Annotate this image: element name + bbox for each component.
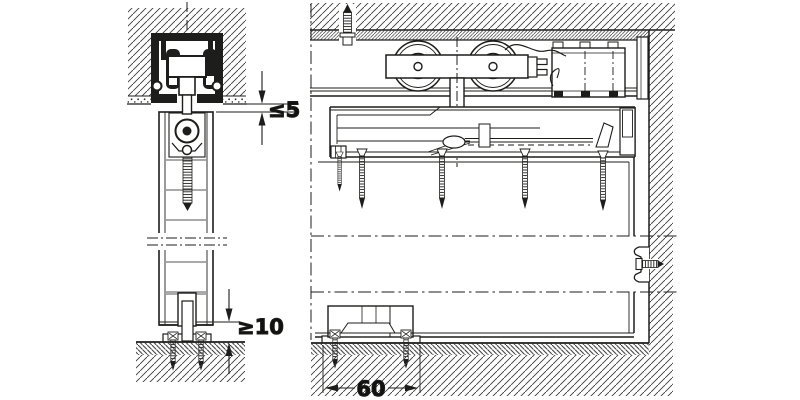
roller-carriage bbox=[385, 37, 567, 167]
plaster-stipple bbox=[223, 96, 247, 104]
dimension-bottom-clearance: ≥10 bbox=[214, 289, 284, 374]
ceiling-section bbox=[127, 8, 247, 105]
soft-close-mechanism bbox=[427, 107, 636, 156]
axle-block bbox=[167, 55, 207, 78]
catch-hook bbox=[595, 122, 614, 148]
profile-curl bbox=[151, 80, 163, 92]
wall-section bbox=[648, 30, 673, 343]
hanger-bolt bbox=[178, 76, 196, 115]
top-clearance-label: ≤5 bbox=[268, 98, 300, 122]
carriage-connector bbox=[527, 56, 548, 78]
track-end-piece bbox=[636, 36, 649, 100]
dimension-guide-spacing: 60 bbox=[322, 345, 421, 400]
bracket-screw bbox=[641, 260, 659, 268]
bottom-clearance-label: ≥10 bbox=[237, 315, 284, 339]
wall-stop-bracket bbox=[633, 246, 664, 283]
activator-cam bbox=[442, 135, 466, 149]
door-top-rail bbox=[329, 106, 636, 159]
damper-unit bbox=[549, 36, 649, 100]
plaster-stipple bbox=[127, 96, 151, 104]
floor-section bbox=[136, 341, 245, 382]
guide-pin bbox=[181, 300, 194, 342]
dimension-top-clearance: ≤5 bbox=[216, 71, 301, 145]
door-break-lines bbox=[146, 233, 228, 250]
ceiling-screw bbox=[339, 4, 356, 46]
rail-bracket bbox=[337, 106, 441, 116]
floor-elevation bbox=[311, 342, 673, 396]
damper-spring-wire bbox=[549, 68, 560, 87]
guide-ramp bbox=[340, 322, 396, 334]
track-mounting-band bbox=[310, 30, 649, 40]
profile-curl bbox=[211, 80, 223, 92]
side-section-view: ≤5 ≥10 bbox=[127, 2, 301, 382]
elevation-break-lines bbox=[311, 235, 678, 293]
rail-fixing-screws bbox=[335, 148, 609, 210]
retainer-spring-wire bbox=[504, 44, 567, 57]
guide-spacing-label: 60 bbox=[356, 377, 385, 400]
track-profile bbox=[151, 33, 223, 103]
suspension-bracket bbox=[168, 112, 206, 211]
ceiling-elevation bbox=[310, 3, 675, 41]
floor-guide-block bbox=[321, 305, 421, 368]
hanger-screw bbox=[182, 156, 193, 204]
front-elevation-view: 60 bbox=[310, 3, 678, 400]
